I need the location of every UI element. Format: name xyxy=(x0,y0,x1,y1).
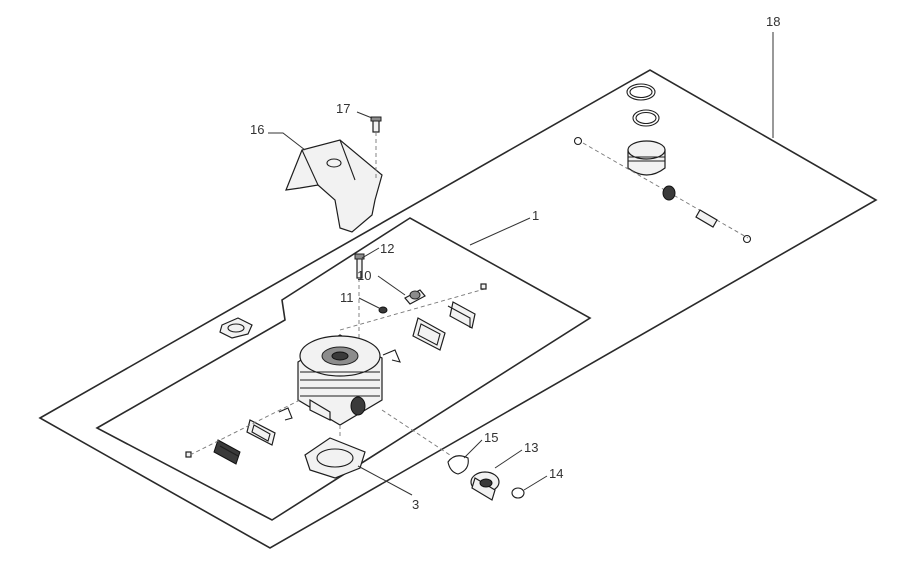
leader-16 xyxy=(268,132,306,151)
needle-bearing xyxy=(662,185,676,201)
intake-manifold-guide xyxy=(381,409,451,456)
circlip-right xyxy=(742,234,752,244)
callout-17: 17 xyxy=(336,101,350,116)
circlip-left xyxy=(573,136,583,146)
leader-17 xyxy=(356,111,373,119)
inner-assembly-frame xyxy=(95,217,592,521)
callout-10: 10 xyxy=(357,268,371,283)
callout-12: 12 xyxy=(380,241,394,256)
exhaust-screw xyxy=(480,283,487,290)
piston xyxy=(627,140,666,176)
intake-boot xyxy=(470,471,500,501)
piston-ring-lower xyxy=(632,109,660,127)
callout-16: 16 xyxy=(250,122,264,137)
boot-o-ring xyxy=(511,487,525,499)
piston-ring-upper xyxy=(626,83,656,101)
callout-13: 13 xyxy=(524,440,538,455)
leader-14 xyxy=(523,475,548,491)
callout-15: 15 xyxy=(484,430,498,445)
cylinder-base-gasket xyxy=(304,437,366,479)
intake-flange xyxy=(213,439,241,465)
leader-11 xyxy=(358,297,382,310)
intake-guide-line xyxy=(189,399,301,456)
callout-18: 18 xyxy=(766,14,780,29)
valve-guide-line xyxy=(339,287,489,331)
piston-pin xyxy=(695,209,718,228)
boot-clamp xyxy=(447,455,469,475)
intake-gasket xyxy=(246,419,276,446)
leader-13 xyxy=(494,449,523,469)
exhaust-flange-plate xyxy=(447,301,476,329)
bracket-screw xyxy=(370,116,382,133)
leader-1 xyxy=(469,217,531,246)
callout-11: 11 xyxy=(340,290,354,305)
leader-10 xyxy=(377,275,406,296)
callout-14: 14 xyxy=(549,466,563,481)
cylinder-bracket xyxy=(285,139,383,233)
piston-axis-line xyxy=(582,142,749,239)
exhaust-clip xyxy=(382,349,401,363)
outer-kit-frame xyxy=(38,69,878,549)
inspection-gasket xyxy=(219,317,253,339)
callout-3: 3 xyxy=(412,497,419,512)
callout-1: 1 xyxy=(532,208,539,223)
decompression-valve xyxy=(404,289,426,305)
leader-12 xyxy=(361,247,380,259)
cylinder xyxy=(297,334,383,426)
intake-clip xyxy=(278,407,293,421)
leader-3 xyxy=(357,465,413,496)
leader-15 xyxy=(463,439,483,459)
spark-plug-washer xyxy=(378,306,388,314)
exhaust-gasket xyxy=(412,317,446,351)
